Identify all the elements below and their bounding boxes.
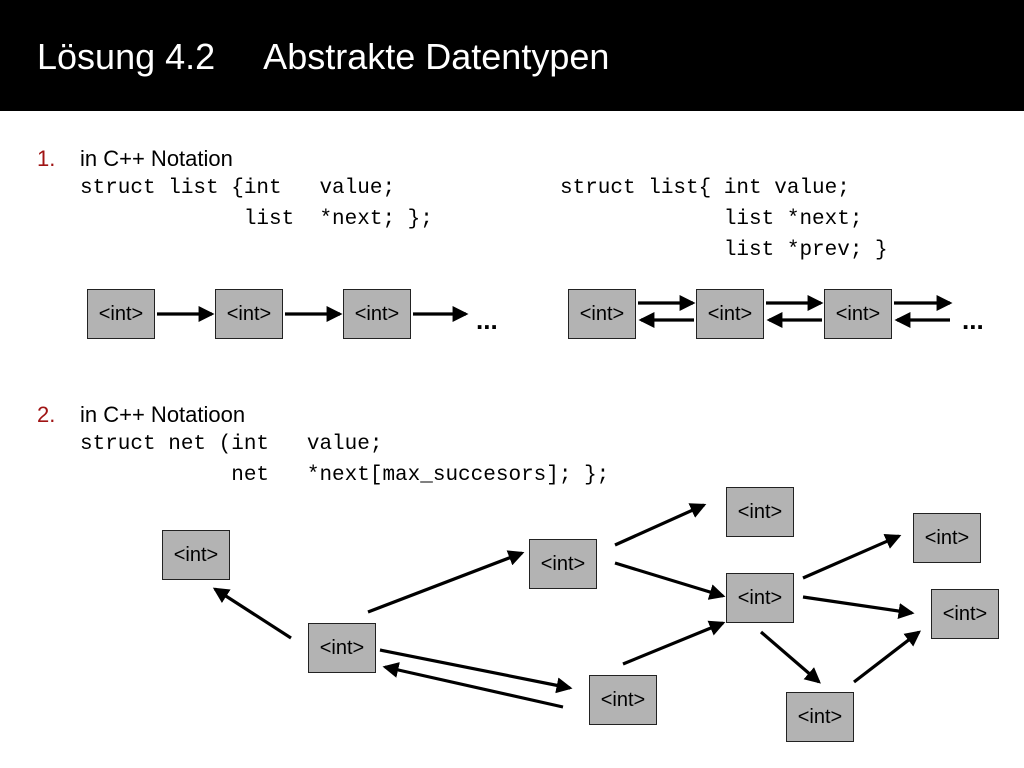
slide-title: Lösung 4.2 Abstrakte Datentypen: [37, 36, 610, 77]
code-double-list-line-1: struct list{ int value;: [560, 177, 850, 200]
section-1-heading: in C++ Notation: [80, 146, 233, 171]
double-list-node-2: <int>: [696, 289, 764, 339]
double-list-ellipsis: ...: [962, 305, 984, 335]
net-arrow-c-e: [614, 503, 707, 547]
code-double-list-line-3: list *prev; }: [560, 239, 888, 262]
net-node-d: <int>: [589, 675, 657, 725]
single-list-node-3: <int>: [343, 289, 411, 339]
title-bar: [0, 0, 1024, 111]
net-node-a: <int>: [162, 530, 230, 580]
section-2-heading: in C++ Notatioon: [80, 402, 246, 427]
net-arrow-f-h: [802, 534, 902, 580]
net-arrow-b-a: [212, 587, 292, 640]
net-arrow-d-f: [622, 620, 726, 666]
single-list-node-2: <int>: [215, 289, 283, 339]
net-arrow-f-i: [802, 595, 915, 619]
code-net-line-1: struct net (int value;: [80, 433, 383, 456]
double-list-node-3: <int>: [824, 289, 892, 339]
net-node-c: <int>: [529, 539, 597, 589]
net-node-g: <int>: [786, 692, 854, 742]
section-1-number: 1.: [37, 146, 56, 171]
net-arrow-f-g: [759, 630, 821, 684]
net-node-f: <int>: [726, 573, 794, 623]
code-net-line-2: net *next[max_succesors]; };: [80, 464, 610, 487]
single-list-ellipsis: ...: [476, 305, 498, 335]
code-double-list-line-2: list *next;: [560, 208, 863, 231]
double-list-node-1: <int>: [568, 289, 636, 339]
code-single-list-line-1: struct list {int value;: [80, 177, 396, 200]
net-arrow-b-c: [367, 550, 525, 614]
single-list-node-1: <int>: [87, 289, 155, 339]
code-single-list-line-2: list *next; };: [80, 208, 433, 231]
net-arrow-d-b: [382, 662, 564, 709]
net-node-e: <int>: [726, 487, 794, 537]
net-arrow-g-i: [853, 630, 922, 684]
section-2-number: 2.: [37, 402, 56, 427]
net-node-h: <int>: [913, 513, 981, 563]
net-node-i: <int>: [931, 589, 999, 639]
net-node-b: <int>: [308, 623, 376, 673]
net-arrow-c-f: [614, 561, 726, 600]
net-arrow-b-d: [379, 648, 573, 694]
